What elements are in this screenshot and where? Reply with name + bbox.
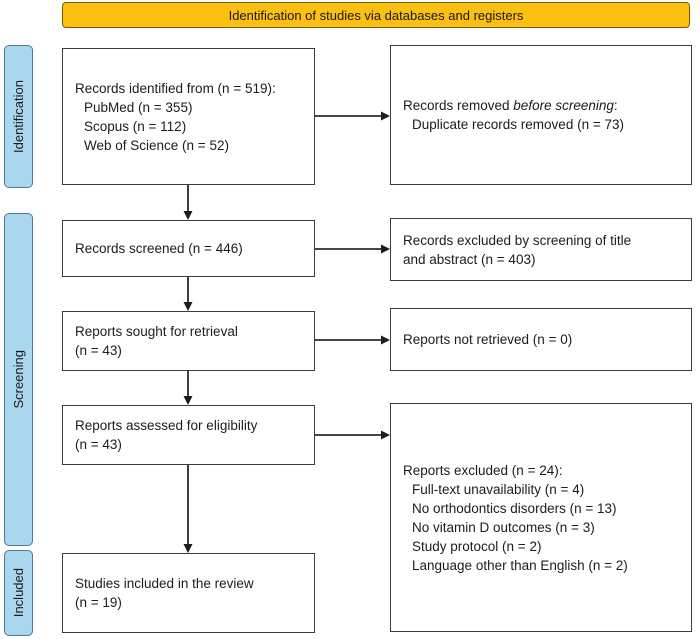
arrow-assessed-to-included (183, 465, 193, 553)
box-line: Studies included in the review (75, 576, 254, 591)
arrow-sought-to-not-retrieved (315, 335, 390, 345)
arrow-identified-to-screened (183, 185, 193, 220)
box-reports-not-retrieved: Reports not retrieved (n = 0) (390, 308, 692, 371)
arrow-identified-to-removed (315, 111, 390, 121)
box-line-text: : (613, 98, 618, 113)
sidebar-stage-identification: Identification (4, 45, 33, 188)
sidebar-stage-label: Included (11, 568, 26, 618)
arrow-screened-to-sought (183, 277, 193, 311)
box-line: Reports sought for retrieval (75, 324, 238, 339)
sidebar-stage-label: Identification (11, 80, 26, 153)
box-line-text: Records removed (403, 98, 514, 113)
box-line: Records identified from (n = 519): (75, 80, 276, 96)
box-line: Reports not retrieved (n = 0) (403, 332, 573, 347)
box-line: (n = 43) (75, 437, 122, 452)
box-line: No vitamin D outcomes (n = 3) (412, 519, 595, 535)
box-line: Reports excluded (n = 24): (403, 462, 563, 478)
box-reports-sought: Reports sought for retrieval (n = 43) (62, 311, 315, 371)
box-records-identified: Records identified from (n = 519): PubMe… (62, 48, 315, 185)
box-studies-included: Studies included in the review (n = 19) (62, 553, 315, 633)
box-line: Full-text unavailability (n = 4) (412, 481, 585, 497)
box-line: Scopus (n = 112) (84, 118, 187, 134)
arrow-assessed-to-reports-excluded (315, 430, 390, 440)
arrow-screened-to-excluded (315, 244, 390, 254)
banner-identification-of-studies: Identification of studies via databases … (62, 2, 690, 28)
sidebar-stage-screening: Screening (4, 213, 33, 546)
box-line-italic-text: before screening (513, 98, 614, 113)
box-reports-excluded: Reports excluded (n = 24): Full-text una… (390, 403, 692, 632)
box-records-screened: Records screened (n = 446) (62, 220, 315, 277)
box-line: Study protocol (n = 2) (412, 538, 542, 554)
banner-label: Identification of studies via databases … (228, 7, 524, 23)
box-line: (n = 43) (75, 343, 122, 358)
box-line: Records removed before screening: (403, 96, 681, 115)
box-reports-assessed: Reports assessed for eligibility (n = 43… (62, 405, 315, 465)
box-line: Records screened (n = 446) (75, 241, 243, 256)
box-line: and abstract (n = 403) (403, 251, 536, 267)
sidebar-stage-label: Screening (11, 350, 26, 409)
box-line: Reports assessed for eligibility (75, 418, 258, 433)
arrow-sought-to-assessed (183, 371, 193, 405)
box-line: PubMed (n = 355) (84, 99, 193, 115)
box-line: (n = 19) (75, 595, 122, 610)
box-line: Web of Science (n = 52) (84, 137, 229, 153)
box-line: Records excluded by screening of title (403, 232, 632, 248)
box-line: Language other than English (n = 2) (412, 557, 628, 573)
box-line: No orthodontics disorders (n = 13) (412, 500, 617, 516)
box-records-excluded: Records excluded by screening of title a… (390, 218, 692, 281)
sidebar-stage-included: Included (4, 550, 33, 636)
box-records-removed: Records removed before screening: Duplic… (390, 45, 692, 185)
box-line: Duplicate records removed (n = 73) (412, 117, 624, 132)
